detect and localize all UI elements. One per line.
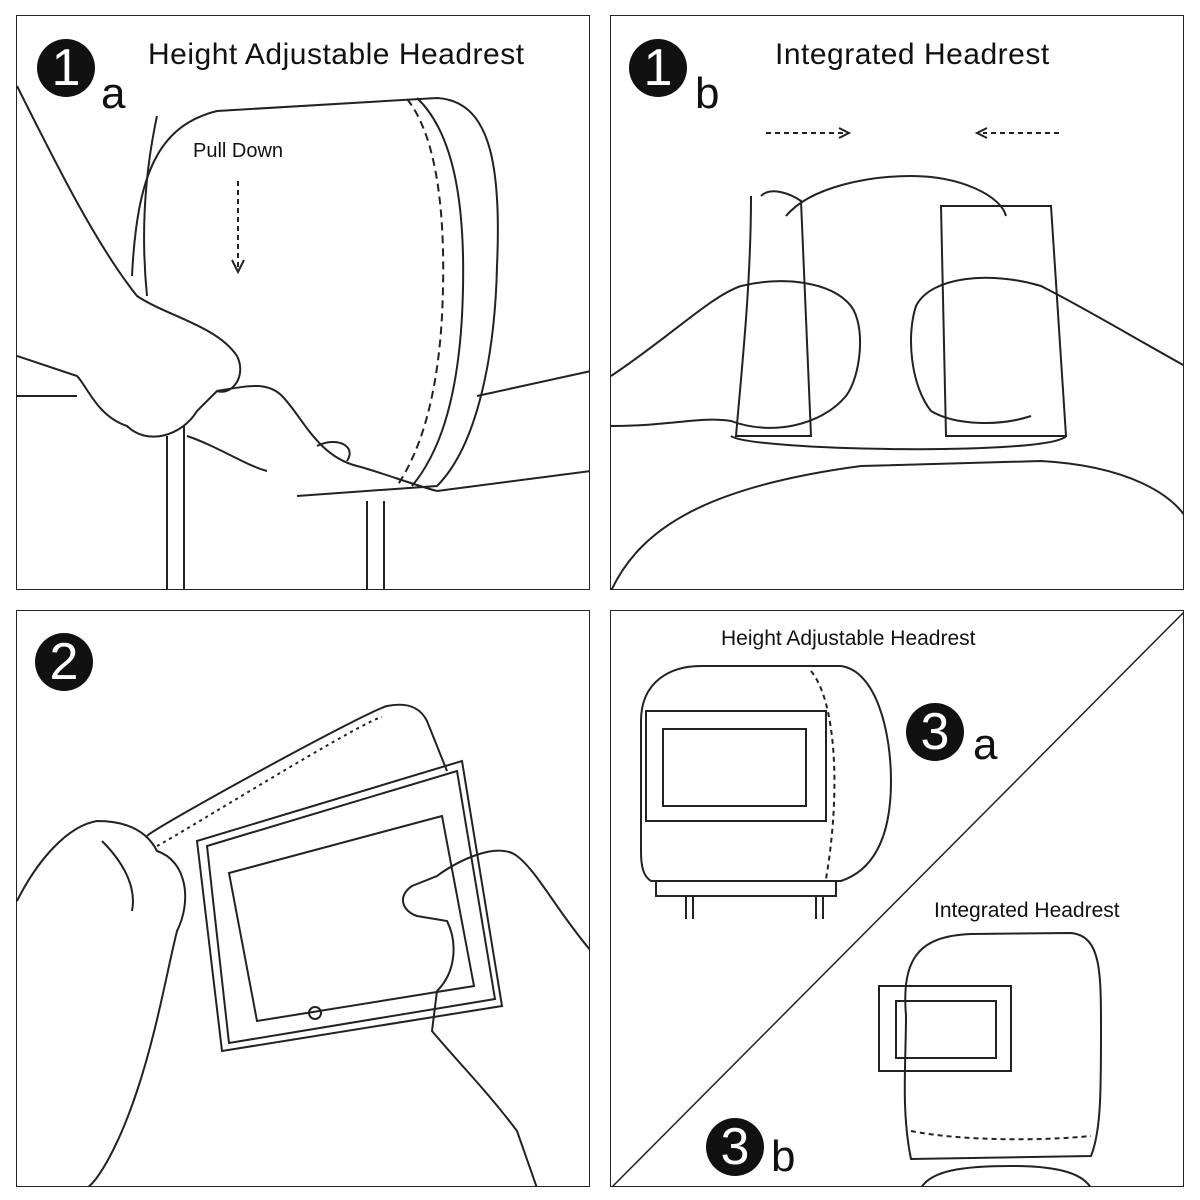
panel-step-3: Height Adjustable Headrest 3 a Integrate… xyxy=(610,610,1184,1187)
panel-step-1a: 1 a Height Adjustable Headrest Pull Down xyxy=(16,15,590,590)
step-badge: 3 xyxy=(706,1118,764,1176)
panel-title: Integrated Headrest xyxy=(775,38,1050,71)
mounted-tablet-illustration xyxy=(611,611,1183,1186)
integrated-headrest-illustration xyxy=(611,127,1183,589)
step-badge: 1 xyxy=(629,39,687,97)
step-badge: 3 xyxy=(906,703,964,761)
section-title-3a: Height Adjustable Headrest xyxy=(721,627,976,650)
tablet-insert-illustration xyxy=(17,703,589,1186)
step-letter: b xyxy=(771,1132,796,1181)
pull-down-label: Pull Down xyxy=(193,140,284,162)
panel-step-1b: 1 b Integrated Headrest xyxy=(610,15,1184,590)
panel-title: Height Adjustable Headrest xyxy=(148,38,525,71)
step-letter: a xyxy=(101,69,126,118)
step-badge: 2 xyxy=(35,633,93,691)
step-badge: 1 xyxy=(37,39,95,97)
headrest-pull-down-illustration xyxy=(17,85,589,589)
step-letter: b xyxy=(695,69,720,118)
step-letter: a xyxy=(973,720,998,769)
panel-step-2: 2 xyxy=(16,610,590,1187)
section-title-3b: Integrated Headrest xyxy=(934,899,1120,922)
